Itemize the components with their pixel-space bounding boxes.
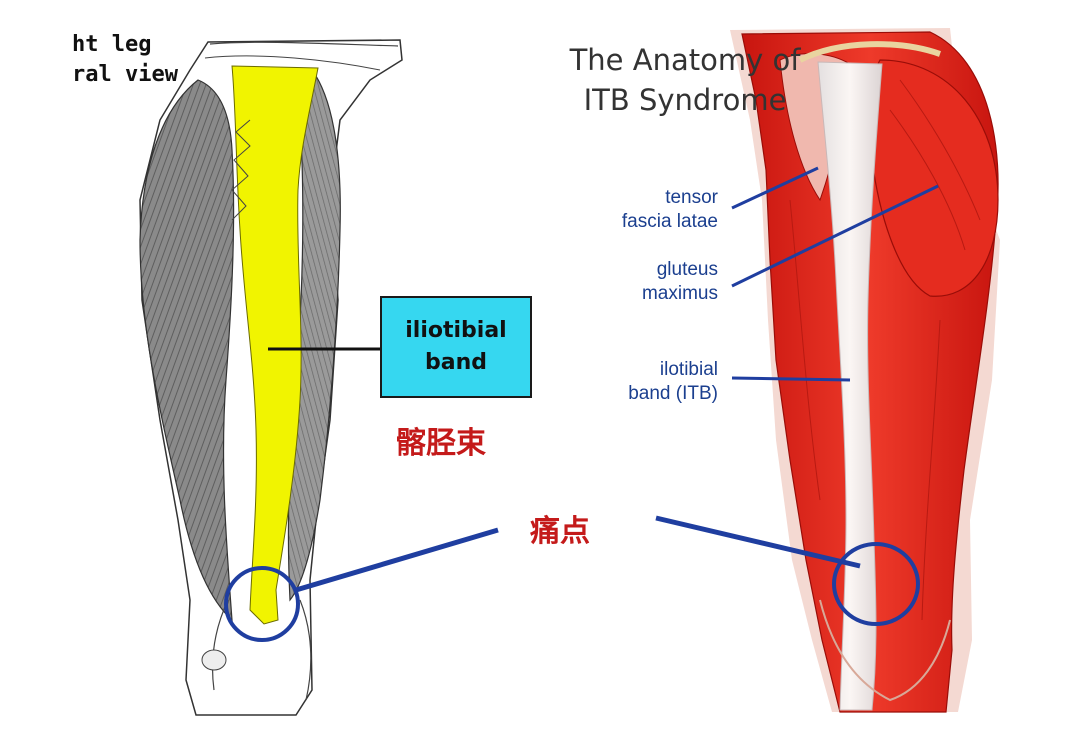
pain-point-circle-left — [224, 566, 300, 642]
pain-point-label: 痛点 — [530, 514, 590, 549]
callout-line: gluteus — [656, 259, 718, 280]
right-figure-title: The Anatomy of ITB Syndrome — [555, 40, 815, 120]
callout-line: maximus — [641, 283, 718, 304]
callout-line: fascia latae — [621, 211, 718, 232]
left-figure-heading: ht leg ral view — [72, 30, 178, 90]
callout-line-itb — [731, 376, 851, 382]
callout-line-gluteus — [731, 184, 939, 288]
heading-line-2: ral view — [72, 62, 178, 87]
hamstring-muscles — [139, 79, 235, 622]
left-leg-drawing — [139, 39, 499, 716]
callout-line: band (ITB) — [628, 383, 718, 404]
title-line-2: ITB Syndrome — [583, 83, 787, 117]
callout-line: tensor — [665, 187, 718, 208]
iliotibial-band-label-box: iliotibial band — [380, 296, 532, 398]
iliotibial-band-highlight — [231, 65, 319, 625]
callout-line: ilotibial — [659, 359, 718, 380]
itb-box-line-2: band — [424, 350, 487, 375]
heading-line-1: ht leg — [72, 32, 152, 57]
iliotibial-band — [817, 61, 883, 711]
quadriceps-muscles — [287, 69, 341, 602]
pain-pointer-left — [295, 527, 499, 593]
callout-iliotibial-band: ilotibial band (ITB) — [560, 358, 718, 406]
callout-line-tensor — [731, 166, 819, 210]
callout-tensor-fascia-latae: tensor fascia latae — [560, 186, 718, 234]
itb-chinese-label: 髂胫束 — [396, 426, 486, 461]
right-leg-illustration — [655, 28, 1000, 713]
itb-box-line-1: iliotibial — [405, 318, 507, 343]
callout-gluteus-maximus: gluteus maximus — [560, 258, 718, 306]
title-line-1: The Anatomy of — [569, 43, 801, 77]
pain-pointer-right — [655, 515, 861, 569]
pain-point-circle-right — [832, 542, 920, 626]
